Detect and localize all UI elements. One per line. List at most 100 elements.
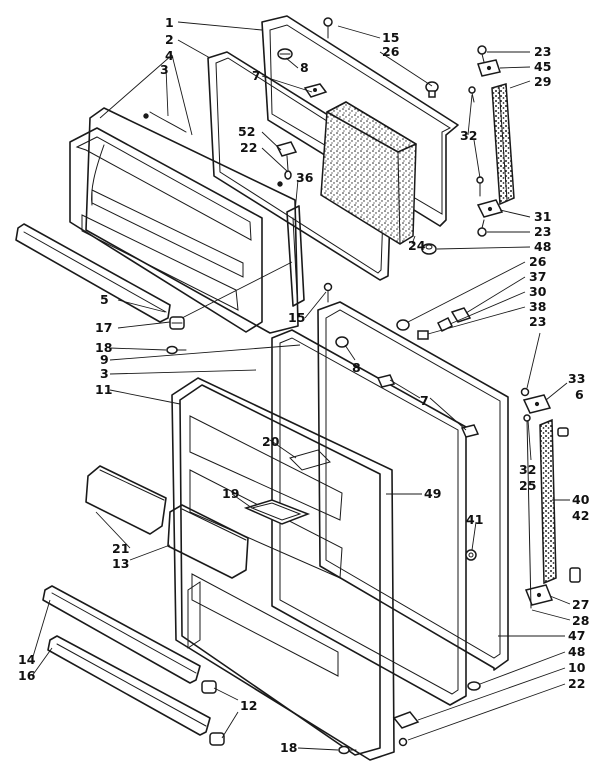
callout-7b: 7 bbox=[420, 393, 429, 408]
fresh-food-shelf-13 bbox=[167, 504, 249, 579]
fresh-food-shelf-21 bbox=[85, 465, 167, 535]
leader-lines bbox=[31, 21, 571, 751]
freezer-shelf-rail bbox=[15, 223, 171, 323]
freezer-screw-15 bbox=[323, 17, 333, 39]
callout-29: 29 bbox=[534, 74, 551, 89]
fresh-food-rod-32 bbox=[523, 414, 532, 609]
freezer-screw-23a bbox=[477, 45, 487, 63]
callout-19: 19 bbox=[222, 486, 239, 501]
fresh-food-cam-7a bbox=[376, 374, 396, 388]
fresh-food-rail-14 bbox=[42, 585, 201, 684]
callout-21: 21 bbox=[112, 541, 129, 556]
callout-20: 20 bbox=[262, 434, 280, 449]
fresh-food-handle-bracket-27 bbox=[524, 584, 554, 606]
callout-47: 47 bbox=[568, 628, 585, 643]
callout-6: 6 bbox=[575, 387, 584, 402]
callout-32b: 32 bbox=[519, 462, 536, 477]
callout-17: 17 bbox=[95, 320, 112, 335]
callout-1: 1 bbox=[165, 15, 174, 30]
freezer-handle-mount-45 bbox=[477, 59, 501, 77]
callout-30: 30 bbox=[529, 284, 547, 299]
callout-33: 33 bbox=[568, 371, 585, 386]
callout-4: 4 bbox=[165, 48, 174, 63]
callout-48b: 48 bbox=[568, 644, 585, 659]
callout-38: 38 bbox=[529, 299, 546, 314]
fresh-food-handle-40 bbox=[539, 418, 557, 585]
fresh-food-plug-8 bbox=[335, 336, 349, 348]
fresh-food-part-38 bbox=[417, 330, 429, 340]
callout-5: 5 bbox=[100, 292, 109, 307]
fresh-food-rail-endcap-12b bbox=[209, 732, 225, 746]
callout-32a: 32 bbox=[460, 128, 477, 143]
freezer-screw-18 bbox=[166, 345, 187, 355]
fresh-food-outer-door-panel bbox=[317, 301, 509, 671]
fresh-food-door-assembly bbox=[42, 282, 581, 761]
fresh-food-rail-endcap-12a bbox=[201, 680, 217, 694]
fresh-food-label-plate bbox=[289, 449, 331, 471]
callout-14: 14 bbox=[18, 652, 36, 667]
freezer-door-gasket bbox=[207, 51, 393, 281]
freezer-outer-door-panel bbox=[261, 15, 459, 227]
callout-11: 11 bbox=[95, 382, 112, 397]
callout-26b: 26 bbox=[529, 254, 547, 269]
callout-13: 13 bbox=[112, 556, 129, 571]
callout-8b: 8 bbox=[352, 360, 361, 375]
fresh-food-hinge-10 bbox=[392, 711, 420, 729]
callout-3b: 3 bbox=[100, 366, 109, 381]
freezer-plug-48 bbox=[421, 243, 437, 255]
callout-18b: 18 bbox=[280, 740, 297, 755]
fresh-food-handle-bracket-33 bbox=[522, 394, 552, 414]
fresh-food-screw-18 bbox=[338, 745, 357, 755]
fresh-food-inner-door-liner bbox=[171, 377, 395, 761]
callout-41: 41 bbox=[466, 512, 483, 527]
freezer-rail-endcap bbox=[169, 316, 185, 330]
callout-18a: 18 bbox=[95, 340, 112, 355]
callout-12: 12 bbox=[240, 698, 257, 713]
callout-15b: 15 bbox=[288, 310, 305, 325]
callout-49: 49 bbox=[424, 486, 441, 501]
fresh-food-door-gasket bbox=[271, 329, 467, 706]
fresh-food-screw-23 bbox=[520, 387, 530, 397]
freezer-insulation-block bbox=[320, 101, 417, 245]
callout-3a: 3 bbox=[160, 62, 169, 77]
callout-16: 16 bbox=[18, 668, 36, 683]
fresh-food-cap-6 bbox=[557, 427, 569, 437]
freezer-plug-26 bbox=[425, 81, 439, 98]
fresh-food-plug-41 bbox=[465, 549, 477, 561]
fresh-food-cam-7b bbox=[460, 424, 480, 438]
callout-10: 10 bbox=[568, 660, 586, 675]
freezer-inner-door-liner bbox=[69, 107, 299, 334]
fresh-food-dairy-door bbox=[243, 499, 311, 525]
callout-15a: 15 bbox=[382, 30, 399, 45]
callout-36: 36 bbox=[296, 170, 314, 185]
fresh-food-part-37 bbox=[450, 307, 472, 323]
fresh-food-plug-48 bbox=[467, 681, 481, 691]
callout-22b: 22 bbox=[568, 676, 585, 691]
freezer-door-assembly bbox=[15, 15, 515, 355]
freezer-plug-8 bbox=[277, 48, 293, 60]
freezer-cam-7 bbox=[303, 83, 328, 98]
fresh-food-plug-26 bbox=[396, 319, 410, 331]
callout-numbers: 1 2 4 3 15 26 8 7 52 22 36 23 45 29 32 3… bbox=[18, 15, 590, 755]
callout-40: 40 bbox=[572, 492, 590, 507]
callout-8a: 8 bbox=[300, 60, 309, 75]
freezer-bracket-52 bbox=[275, 141, 298, 180]
callout-22a: 22 bbox=[240, 140, 257, 155]
callout-48a: 48 bbox=[534, 239, 551, 254]
fresh-food-part-30 bbox=[436, 316, 454, 333]
callout-26a: 26 bbox=[382, 44, 400, 59]
callout-42: 42 bbox=[572, 508, 589, 523]
fresh-food-screw-22 bbox=[398, 737, 408, 747]
fresh-food-cap-42 bbox=[569, 567, 581, 583]
callout-45: 45 bbox=[534, 59, 551, 74]
callout-2: 2 bbox=[165, 32, 174, 47]
callout-23c: 23 bbox=[529, 314, 546, 329]
fresh-food-screw-15 bbox=[323, 282, 333, 303]
callout-24: 24 bbox=[408, 238, 426, 253]
callout-52: 52 bbox=[238, 124, 255, 139]
callout-37: 37 bbox=[529, 269, 546, 284]
callout-9: 9 bbox=[100, 352, 109, 367]
fresh-food-rail-16 bbox=[47, 635, 211, 736]
freezer-screw-23b bbox=[477, 219, 487, 237]
